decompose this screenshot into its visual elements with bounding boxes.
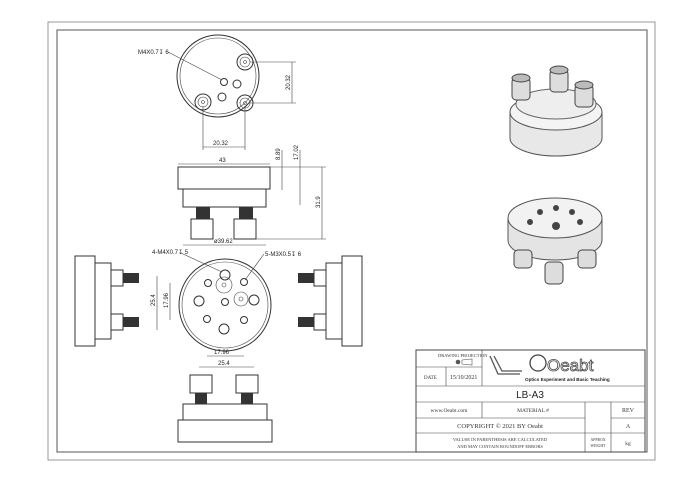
top-view: M4X0.7↧ 6 20.32 20.32 bbox=[138, 34, 296, 150]
bottom-dim-h-outer: 25.4 bbox=[218, 361, 230, 367]
part-number: LB-A3 bbox=[516, 390, 544, 401]
bottom-view: 4-M4X0.7↧ 5 5-M3X0.5↧ 6 25.4 17.96 17.96… bbox=[151, 249, 302, 368]
projection-symbol-icon bbox=[455, 358, 473, 366]
left-elevation bbox=[74, 255, 139, 347]
approx-label: APPROX bbox=[591, 438, 606, 442]
bottom-dim-v-outer: 25.4 bbox=[151, 294, 157, 306]
bottom-dim-v-inner: 17.96 bbox=[164, 292, 170, 308]
logo-tagline: Optics Experiment and Basic Teaching bbox=[525, 377, 610, 382]
oeabt-logo: Oeabt Optics Experiment and Basic Teachi… bbox=[489, 354, 610, 382]
side-dim-17-02: 17.02 bbox=[294, 144, 300, 160]
top-dim-horizontal: 20.32 bbox=[213, 141, 229, 147]
side-dim-width: 43 bbox=[219, 158, 226, 164]
side-dim-diameter: ø39.62 bbox=[214, 239, 233, 245]
right-elevation bbox=[298, 255, 363, 347]
isometric-view-bottom bbox=[507, 197, 603, 285]
side-view: 43 8.89 17.02 31.9 ø39.62 bbox=[177, 144, 326, 246]
bottom-elevation bbox=[177, 374, 273, 443]
side-dim-8-89: 8.89 bbox=[276, 148, 282, 160]
copyright: COPYRIGHT © 2021 BY Oeabt bbox=[457, 423, 543, 430]
date-value: 15/10/2021 bbox=[450, 375, 477, 381]
side-dim-height: 31.9 bbox=[316, 196, 322, 208]
rev-value: A bbox=[626, 424, 631, 430]
weight-unit: kg bbox=[625, 441, 631, 447]
bottom-callout-left: 4-M4X0.7↧ 5 bbox=[152, 249, 189, 256]
sheet-outer-border bbox=[47, 21, 656, 461]
date-label: DATE bbox=[424, 376, 437, 381]
title-block: DRAWING PROJECTION DATE 15/10/2021 Oeabt… bbox=[415, 349, 646, 453]
website: www.Oeabt.com bbox=[431, 408, 469, 414]
rev-label: REV bbox=[622, 408, 635, 414]
top-thread-callout: M4X0.7↧ 6 bbox=[138, 49, 169, 56]
top-dim-vertical: 20.32 bbox=[286, 74, 292, 90]
note-line-1: VALUSE IN PARENTHESIS ARE CALCULATED bbox=[453, 437, 548, 442]
bottom-dim-h-inner: 17.96 bbox=[214, 350, 230, 356]
sheet-inner-frame bbox=[56, 29, 648, 453]
isometric-view-top bbox=[509, 65, 603, 157]
drawing-projection-label: DRAWING PROJECTION bbox=[438, 353, 488, 358]
logo-text: Oeabt bbox=[547, 356, 594, 375]
material-label: MATERIAL # bbox=[517, 408, 549, 414]
note-line-2: AND MAY CONTAIN ROUNDOFF ERRORS bbox=[457, 444, 543, 449]
weight-label: WEIGHT bbox=[591, 444, 607, 448]
bottom-callout-right: 5-M3X0.5↧ 6 bbox=[265, 251, 302, 258]
